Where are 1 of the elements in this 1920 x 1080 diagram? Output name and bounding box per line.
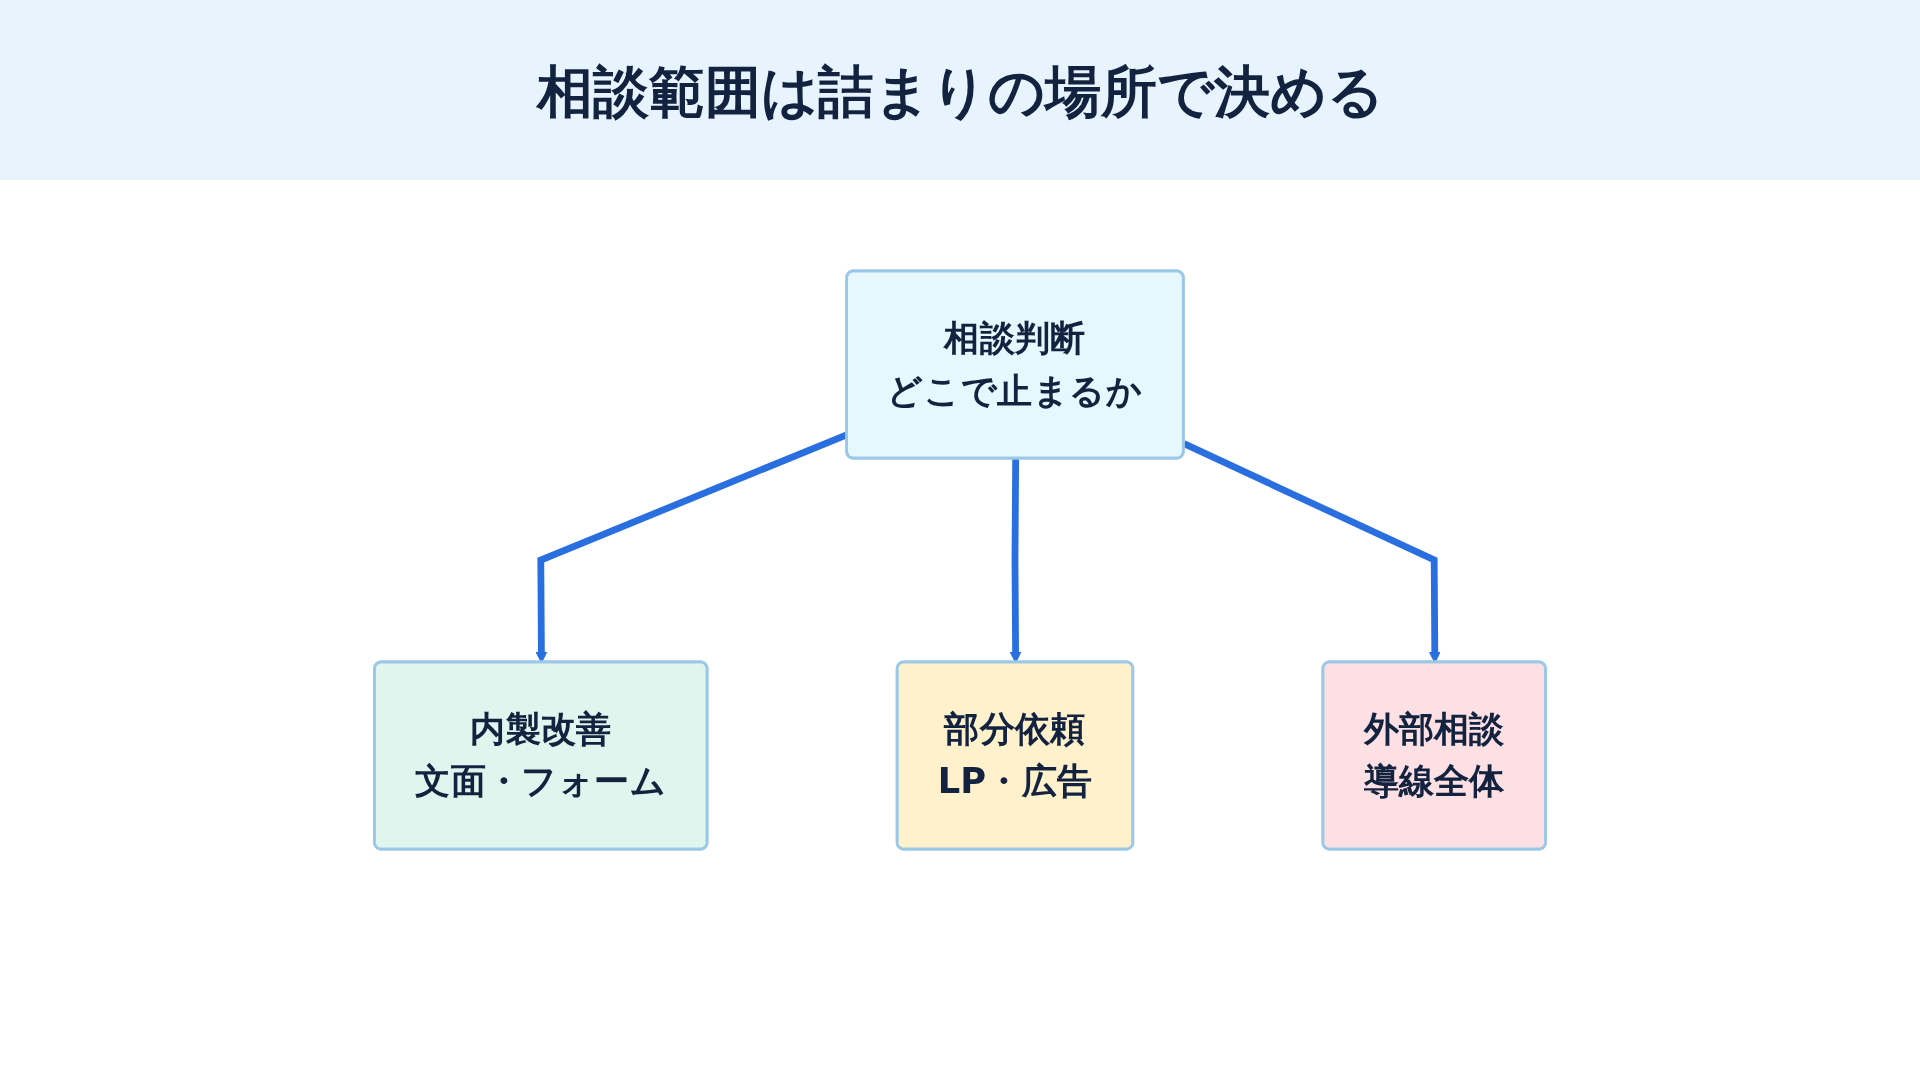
- title: 相談範囲は詰まりの場所で決める: [535, 58, 1385, 126]
